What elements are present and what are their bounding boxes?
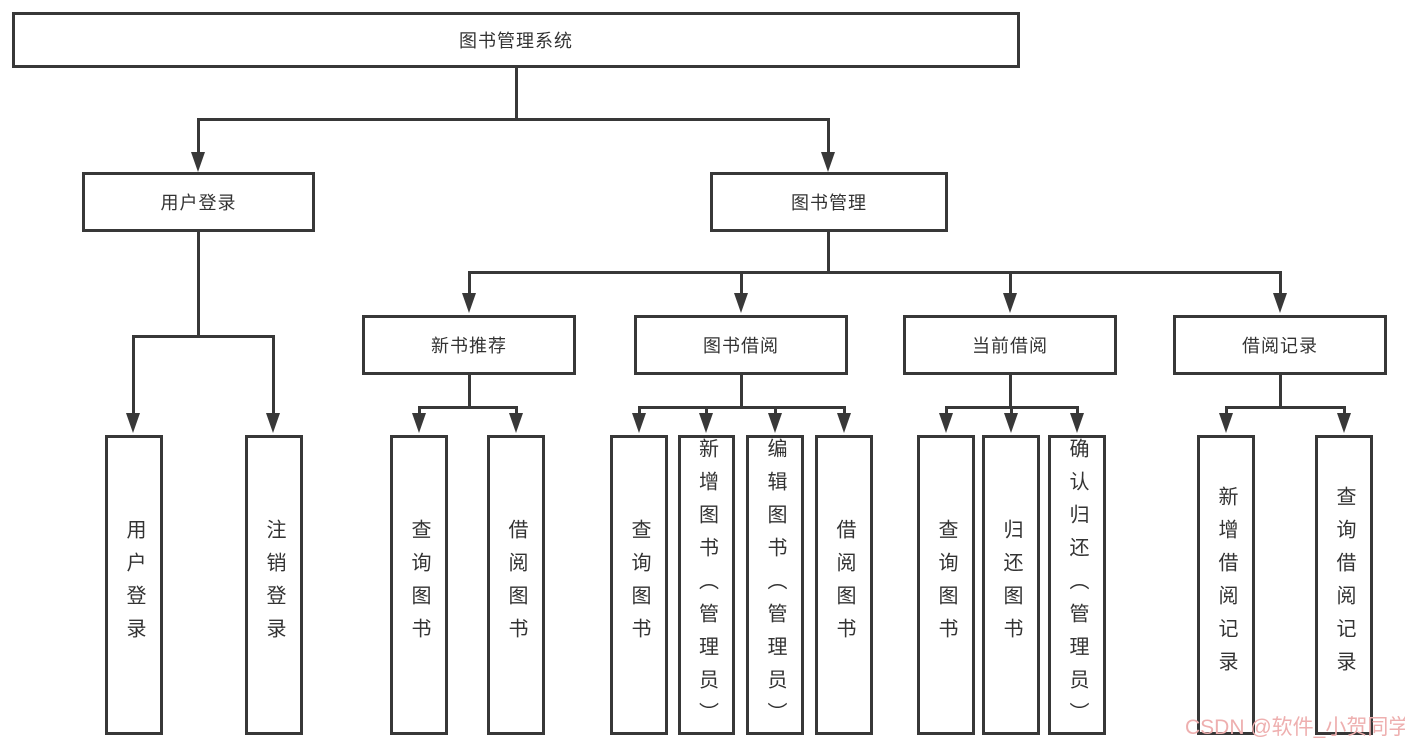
node-book-borrow: 图书借阅	[634, 315, 848, 375]
connector-arrow-down	[734, 293, 748, 313]
node-new-book-recommend: 新书推荐	[362, 315, 576, 375]
leaf-add-borrow-record: 新增借阅记录	[1197, 435, 1255, 735]
connector-line	[132, 335, 135, 417]
connector-arrow-down	[699, 413, 713, 433]
connector-line	[468, 271, 1282, 274]
connector-line	[197, 232, 200, 337]
connector-line	[1009, 375, 1012, 408]
connector-arrow-down	[837, 413, 851, 433]
leaf-add-book-admin: 新增图书（管理员）	[678, 435, 735, 735]
leaf-borrow-books-recommend: 借阅图书	[487, 435, 545, 735]
connector-line	[740, 271, 743, 295]
connector-line	[1343, 406, 1346, 418]
connector-arrow-down	[1219, 413, 1233, 433]
connector-line	[1010, 406, 1013, 418]
connector-line	[827, 118, 830, 156]
connector-line	[827, 232, 830, 273]
connector-line	[638, 406, 641, 418]
connector-line	[197, 118, 830, 121]
connector-arrow-down	[1004, 413, 1018, 433]
leaf-edit-book-admin: 编辑图书（管理员）	[746, 435, 804, 735]
leaf-user-login: 用户登录	[105, 435, 163, 735]
connector-line	[1009, 271, 1012, 295]
node-borrow-records: 借阅记录	[1173, 315, 1387, 375]
connector-line	[132, 335, 275, 338]
connector-arrow-down	[266, 413, 280, 433]
connector-line	[272, 335, 275, 417]
connector-arrow-down	[462, 293, 476, 313]
connector-line	[740, 375, 743, 408]
connector-line	[418, 406, 421, 418]
leaf-confirm-return-admin: 确认归还（管理员）	[1048, 435, 1106, 735]
connector-line	[843, 406, 846, 418]
connector-arrow-down	[1337, 413, 1351, 433]
connector-line	[197, 118, 200, 156]
connector-line	[418, 406, 518, 409]
connector-line	[1076, 406, 1079, 418]
node-library-system: 图书管理系统	[12, 12, 1020, 68]
connector-arrow-down	[821, 152, 835, 172]
connector-arrow-down	[126, 413, 140, 433]
connector-line	[515, 68, 518, 120]
connector-arrow-down	[768, 413, 782, 433]
connector-line	[1225, 406, 1228, 418]
node-user-login: 用户登录	[82, 172, 315, 232]
connector-arrow-down	[509, 413, 523, 433]
connector-line	[468, 375, 471, 408]
connector-line	[945, 406, 948, 418]
leaf-query-books-borrow: 查询图书	[610, 435, 668, 735]
connector-arrow-down	[632, 413, 646, 433]
leaf-query-borrow-record: 查询借阅记录	[1315, 435, 1373, 735]
connector-arrow-down	[412, 413, 426, 433]
connector-line	[1225, 406, 1345, 409]
connector-arrow-down	[191, 152, 205, 172]
leaf-query-books-current: 查询图书	[917, 435, 975, 735]
leaf-logout: 注销登录	[245, 435, 303, 735]
connector-line	[515, 406, 518, 418]
connector-line	[468, 271, 471, 295]
connector-arrow-down	[1070, 413, 1084, 433]
node-book-management: 图书管理	[710, 172, 948, 232]
leaf-return-books: 归还图书	[982, 435, 1040, 735]
connector-line	[705, 406, 708, 418]
connector-arrow-down	[1273, 293, 1287, 313]
connector-line	[1279, 271, 1282, 295]
connector-arrow-down	[939, 413, 953, 433]
connector-arrow-down	[1003, 293, 1017, 313]
connector-line	[774, 406, 777, 418]
node-current-borrow: 当前借阅	[903, 315, 1117, 375]
connector-line	[638, 406, 846, 409]
leaf-query-books-recommend: 查询图书	[390, 435, 448, 735]
connector-line	[1279, 375, 1282, 408]
leaf-borrow-books-borrow: 借阅图书	[815, 435, 873, 735]
